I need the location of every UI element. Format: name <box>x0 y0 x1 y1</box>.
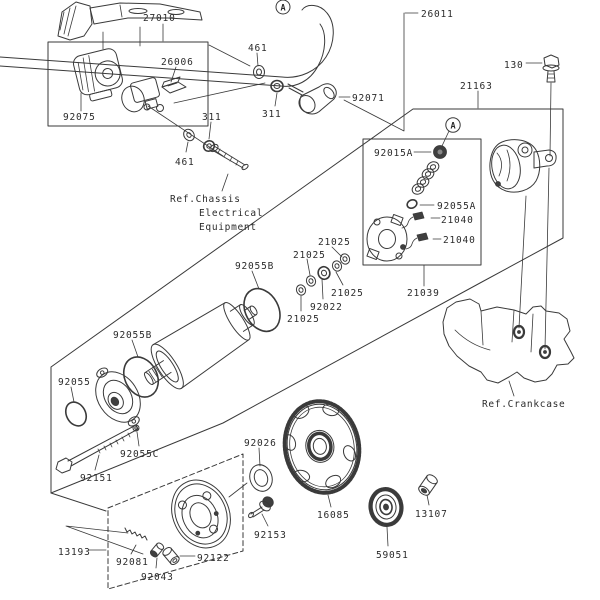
cable-fasteners <box>253 65 304 96</box>
part-label-92122: 92122 <box>197 553 230 564</box>
part-label-92055a: 92055A <box>437 201 476 212</box>
brush-b <box>405 232 429 250</box>
part-label-59051: 59051 <box>376 550 409 561</box>
ref-chassis-line2: Electrical <box>199 208 263 219</box>
part-label-26006: 26006 <box>161 57 194 68</box>
part-label-92055c: 92055C <box>120 449 159 460</box>
thrust-washer-92026 <box>249 464 273 492</box>
flange-bolt-130 <box>542 54 560 83</box>
ref-chassis-line1: Ref.Chassis <box>170 194 241 205</box>
part-label-92081: 92081 <box>116 557 149 568</box>
marker-letter: A <box>450 122 455 132</box>
outer-frame <box>50 108 564 512</box>
part-label-92071: 92071 <box>352 93 385 104</box>
part-label-311-top: 311 <box>262 109 282 120</box>
collar-13107 <box>418 474 438 496</box>
ring-gear-16085 <box>282 399 362 495</box>
pin-92055c <box>132 424 140 432</box>
part-label-92026: 92026 <box>244 438 277 449</box>
o-ring-92055b-upper <box>243 287 281 333</box>
washer-train <box>295 253 351 296</box>
gear-cover <box>95 367 141 427</box>
match-marker-a-brush: A <box>450 122 455 132</box>
ref-crankcase: Ref.Crankcase <box>482 399 565 410</box>
part-label-92043: 92043 <box>141 572 174 583</box>
part-label-461-lower: 461 <box>175 157 195 168</box>
relay-group-box <box>47 41 209 127</box>
pin-92043 <box>149 542 165 558</box>
washer-92022 <box>317 265 331 281</box>
mounting-bracket <box>57 1 203 50</box>
clutch-housing <box>171 479 231 549</box>
brush-a <box>401 211 425 229</box>
part-label-21025-top: 21025 <box>318 237 351 248</box>
end-cover <box>489 139 557 193</box>
starter-relay <box>72 48 123 102</box>
part-label-92055: 92055 <box>58 377 91 388</box>
clutch-small-parts <box>124 527 180 566</box>
ref-chassis-line3: Equipment <box>199 222 257 233</box>
terminal-screw-group <box>183 128 249 171</box>
o-ring-92055b-lower <box>122 356 160 398</box>
brush-plate <box>366 214 408 262</box>
part-label-27010: 27010 <box>143 13 176 24</box>
terminal-cap <box>298 83 337 115</box>
part-label-92055b-upper: 92055B <box>235 261 274 272</box>
crankcase <box>442 298 575 384</box>
clutch-parts-dashed-box <box>107 453 244 590</box>
part-label-21040-a: 21040 <box>441 215 474 226</box>
idle-gear-59051 <box>368 487 404 527</box>
part-label-92055b-lower: 92055B <box>113 330 152 341</box>
fuse <box>161 76 187 94</box>
motor-body <box>143 302 258 390</box>
part-label-311-lower: 311 <box>202 112 222 123</box>
brush-holder-assembly <box>366 117 461 262</box>
o-ring-92055a <box>406 199 418 209</box>
roller-92122 <box>162 546 180 566</box>
relay-terminal-body <box>121 77 164 113</box>
marker-letter: A <box>280 4 285 14</box>
part-label-21039: 21039 <box>407 288 440 299</box>
part-label-92151: 92151 <box>80 473 113 484</box>
part-label-92153: 92153 <box>254 530 287 541</box>
part-label-26011: 26011 <box>421 9 454 20</box>
part-label-461-top: 461 <box>248 43 268 54</box>
part-label-130: 130 <box>504 60 524 71</box>
brush-holder-box <box>362 138 482 266</box>
leader-lines <box>65 12 552 569</box>
part-label-21025-right: 21025 <box>331 288 364 299</box>
part-label-92015a: 92015A <box>374 148 413 159</box>
part-label-13193: 13193 <box>58 547 91 558</box>
spring-92081 <box>124 527 148 541</box>
part-label-92075: 92075 <box>63 112 96 123</box>
clutch-bolt-92153 <box>248 496 274 519</box>
part-label-92022: 92022 <box>310 302 343 313</box>
part-label-13107: 13107 <box>415 509 448 520</box>
part-label-21025-left: 21025 <box>293 250 326 261</box>
part-label-16085: 16085 <box>317 510 350 521</box>
part-label-21163: 21163 <box>460 81 493 92</box>
match-marker-a-top: A <box>275 0 291 15</box>
match-marker-circle <box>445 117 461 133</box>
part-label-21040-b: 21040 <box>443 235 476 246</box>
part-label-21025-bottom: 21025 <box>287 314 320 325</box>
o-ring-92055 <box>64 401 88 427</box>
battery-cable <box>0 5 334 87</box>
washer-stack <box>411 161 440 195</box>
